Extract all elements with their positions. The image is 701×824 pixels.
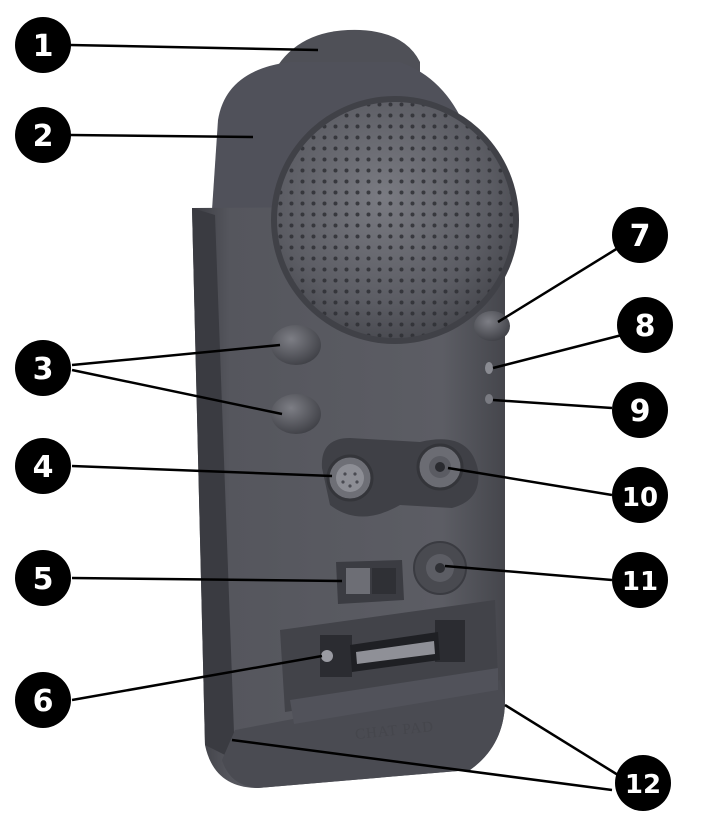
callout-number: 12: [625, 770, 661, 800]
callout-12: 12: [615, 755, 671, 811]
leader-12b: [231, 738, 613, 792]
indicator-light-upper: [485, 362, 493, 374]
leader-8: [492, 333, 623, 370]
callout-6: 6: [15, 672, 71, 728]
leader-11: [444, 564, 613, 582]
callout-2: 2: [15, 107, 71, 163]
callout-number: 3: [33, 352, 54, 387]
callout-number: 11: [622, 567, 658, 597]
dock-connector[interactable]: [320, 620, 465, 677]
leader-7: [497, 246, 619, 324]
callout-number: 5: [33, 562, 54, 597]
leader-12a: [504, 703, 619, 777]
callout-number: 7: [630, 219, 651, 254]
callout-number: 4: [33, 450, 54, 485]
callout-number: 10: [622, 483, 658, 513]
callout-number: 2: [33, 119, 54, 154]
callout-number: 1: [33, 29, 54, 64]
leader-lines: [69, 43, 623, 792]
callout-5: 5: [15, 550, 71, 606]
leader-9: [492, 398, 613, 410]
callout-11: 11: [612, 552, 668, 608]
leader-3a: [71, 343, 281, 367]
bottom-lip: [222, 680, 505, 788]
speaker-grille: [271, 96, 519, 344]
bottom-button[interactable]: [271, 394, 321, 434]
callout-9: 9: [612, 382, 668, 438]
round-socket[interactable]: [413, 541, 467, 595]
leader-10: [447, 466, 613, 497]
connector-recess: [321, 438, 479, 517]
indicator-light-lower: [485, 394, 493, 404]
slide-switch[interactable]: [336, 560, 404, 604]
callout-3: 3: [15, 340, 71, 396]
top-button[interactable]: [271, 325, 321, 365]
side-bevel: [192, 208, 235, 760]
callout-number: 9: [630, 394, 651, 429]
leader-5: [71, 576, 343, 583]
right-button[interactable]: [474, 311, 510, 341]
leader-4: [71, 464, 333, 478]
leader-1: [69, 43, 319, 52]
dock-bay: [280, 600, 498, 724]
callout-10: 10: [612, 467, 668, 523]
callout-8: 8: [617, 297, 673, 353]
callout-7: 7: [612, 207, 668, 263]
leader-6: [71, 654, 323, 702]
callout-number: 6: [33, 684, 54, 719]
callouts: 1 2 3 4 5 6 7 8 9 10 11 12: [15, 17, 673, 811]
callout-number: 8: [635, 309, 656, 344]
callout-4: 4: [15, 438, 71, 494]
callout-1: 1: [15, 17, 71, 73]
leader-3b: [71, 368, 283, 416]
leader-2: [69, 133, 254, 139]
